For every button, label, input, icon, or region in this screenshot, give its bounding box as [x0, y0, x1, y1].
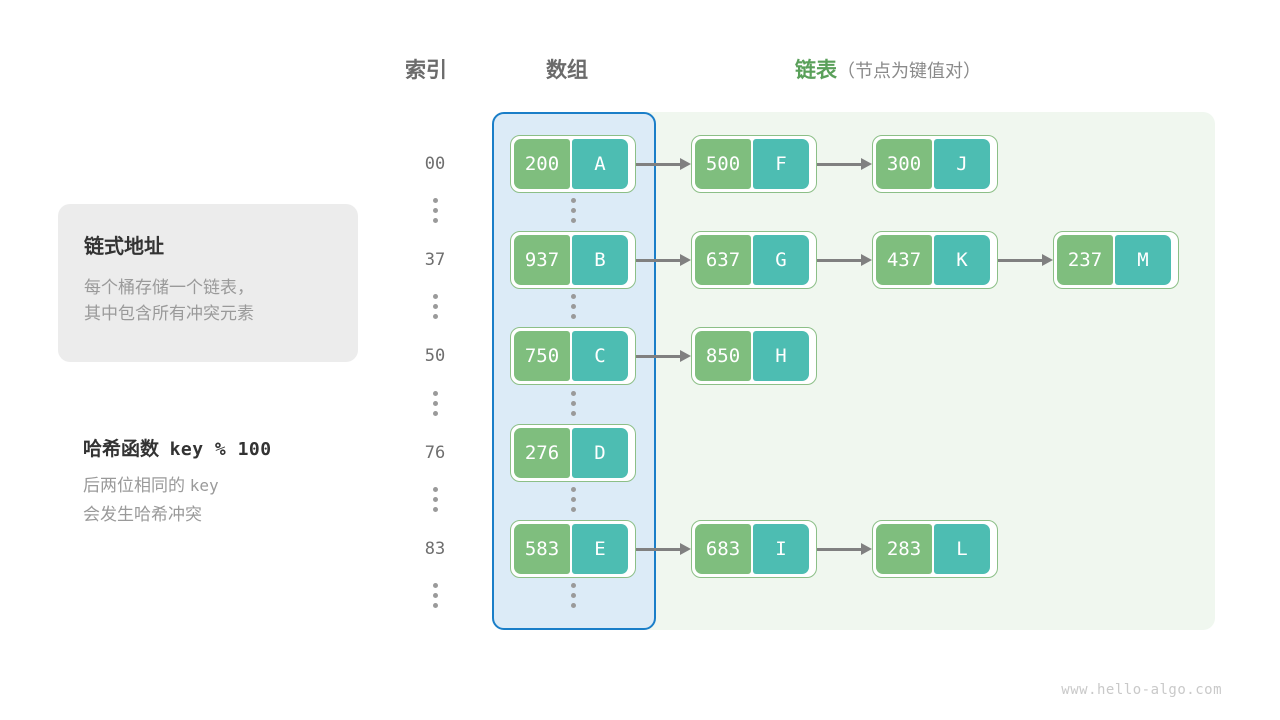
node-key: 683: [695, 524, 751, 574]
index-ellipsis: [432, 583, 438, 608]
node-value: A: [572, 139, 628, 189]
index-ellipsis: [432, 487, 438, 512]
info-card-title: 链式地址: [84, 236, 164, 258]
node-value: L: [934, 524, 990, 574]
array-ellipsis: [570, 391, 576, 416]
node-key: 300: [876, 139, 932, 189]
node-key: 583: [514, 524, 570, 574]
node-value: E: [572, 524, 628, 574]
node-key: 200: [514, 139, 570, 189]
node-key: 237: [1057, 235, 1113, 285]
bucket-index-label: 50: [424, 346, 446, 366]
next-pointer-arrow: [636, 543, 691, 555]
next-pointer-arrow: [998, 254, 1053, 266]
array-ellipsis: [570, 487, 576, 512]
hash-function-expression: key % 100: [169, 439, 272, 460]
node-key: 276: [514, 428, 570, 478]
node-value: K: [934, 235, 990, 285]
index-ellipsis: [432, 294, 438, 319]
bucket-index-label: 83: [424, 539, 446, 559]
node-value: D: [572, 428, 628, 478]
watermark: www.hello-algo.com: [1061, 682, 1222, 698]
column-header-linked-list: 链表（节点为键值对）: [795, 54, 981, 84]
node-value: G: [753, 235, 809, 285]
info-card-line-1: 每个桶存储一个链表，: [84, 278, 254, 297]
node-value: F: [753, 139, 809, 189]
node-value: H: [753, 331, 809, 381]
node-key: 637: [695, 235, 751, 285]
column-header-array: 数组: [546, 59, 588, 82]
node-value: J: [934, 139, 990, 189]
node-key: 283: [876, 524, 932, 574]
hash-function-note: 哈希函数 key % 100 后两位相同的 key 会发生哈希冲突: [83, 434, 383, 529]
next-pointer-arrow: [817, 254, 872, 266]
info-card-chaining: 链式地址 每个桶存储一个链表， 其中包含所有冲突元素: [58, 204, 358, 362]
hash-function-title: 哈希函数 key % 100: [83, 434, 383, 461]
array-ellipsis: [570, 198, 576, 223]
node-value: I: [753, 524, 809, 574]
node-key: 500: [695, 139, 751, 189]
next-pointer-arrow: [636, 350, 691, 362]
index-ellipsis: [432, 391, 438, 416]
node-key: 850: [695, 331, 751, 381]
node-value: M: [1115, 235, 1171, 285]
info-card-line-2: 其中包含所有冲突元素: [84, 304, 254, 324]
array-ellipsis: [570, 583, 576, 608]
node-key: 750: [514, 331, 570, 381]
node-key: 937: [514, 235, 570, 285]
hash-function-label: 哈希函数: [83, 439, 160, 460]
bucket-index-label: 76: [424, 443, 446, 463]
hash-note-line-1: 后两位相同的 key: [83, 473, 383, 500]
column-header-linked-list-sub: （节点为键值对）: [837, 61, 981, 81]
column-header-linked-list-main: 链表: [795, 59, 837, 82]
hash-note-line-1-text: 后两位相同的: [83, 476, 185, 495]
index-ellipsis: [432, 198, 438, 223]
array-ellipsis: [570, 294, 576, 319]
node-value: B: [572, 235, 628, 285]
next-pointer-arrow: [817, 158, 872, 170]
bucket-index-label: 00: [424, 154, 446, 174]
next-pointer-arrow: [817, 543, 872, 555]
node-value: C: [572, 331, 628, 381]
node-key: 437: [876, 235, 932, 285]
column-header-index: 索引: [405, 59, 447, 82]
next-pointer-arrow: [636, 158, 691, 170]
hash-note-key-token: key: [189, 476, 219, 495]
next-pointer-arrow: [636, 254, 691, 266]
bucket-index-label: 37: [424, 250, 446, 270]
hash-note-line-2: 会发生哈希冲突: [83, 504, 202, 524]
